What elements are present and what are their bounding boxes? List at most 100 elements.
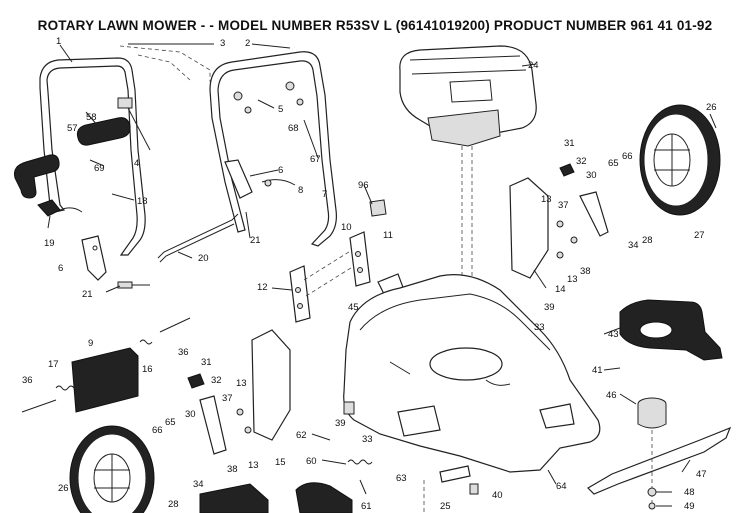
callout-32: 32: [211, 375, 222, 386]
callout-64: 64: [556, 481, 567, 492]
blade-assembly: [587, 397, 732, 510]
rear-wheel: [639, 104, 721, 216]
callout-13: 13: [541, 194, 552, 205]
callout-36: 36: [178, 347, 189, 358]
callouts: 1 3 2 24 26 5 68 57 58 4 69 67 6 8 96 18…: [22, 36, 717, 512]
callout-39: 39: [544, 302, 555, 313]
handle-bracket-left: [81, 235, 107, 281]
callout-58: 58: [86, 112, 97, 123]
bolt: [117, 281, 150, 289]
callout-40: 40: [492, 490, 503, 501]
callout-36: 36: [22, 375, 33, 386]
control-cable: [119, 45, 211, 82]
callout-43: 43: [608, 329, 619, 340]
callout-65: 65: [608, 158, 619, 169]
handle-bracket-right: [224, 159, 296, 199]
door-spring: [55, 339, 153, 391]
callout-67: 67: [310, 154, 321, 165]
front-wheel: [69, 425, 155, 513]
callout-48: 48: [684, 487, 695, 498]
callout-61: 61: [361, 501, 372, 512]
callout-45: 45: [348, 302, 359, 313]
callout-46: 46: [606, 390, 617, 401]
callout-60: 60: [306, 456, 317, 467]
handle-left: [39, 44, 146, 256]
leader-lines: [85, 43, 717, 507]
callout-20: 20: [198, 253, 209, 264]
lower-parts: [199, 401, 479, 513]
callout-39: 39: [335, 418, 346, 429]
callout-33: 33: [362, 434, 373, 445]
height-plates: [289, 231, 371, 323]
callout-65: 65: [165, 417, 176, 428]
callout-49: 49: [684, 501, 695, 512]
front-height-bracket: [187, 329, 291, 455]
axle-rod: [21, 317, 191, 413]
height-adjust-rod: [157, 213, 239, 263]
handle-grip: [14, 117, 131, 199]
callout-21: 21: [82, 289, 93, 300]
callout-66: 66: [622, 151, 633, 162]
callout-37: 37: [222, 393, 233, 404]
callout-41: 41: [592, 365, 603, 376]
callout-6: 6: [58, 263, 63, 274]
callout-14: 14: [555, 284, 566, 295]
callout-26: 26: [706, 102, 717, 113]
callout-47: 47: [696, 469, 707, 480]
callout-69: 69: [94, 163, 105, 174]
callout-12: 12: [257, 282, 268, 293]
callout-37: 37: [558, 200, 569, 211]
mower-deck: [343, 274, 601, 473]
callout-26: 26: [58, 483, 69, 494]
rear-door: [71, 347, 139, 413]
callout-32: 32: [576, 156, 587, 167]
callout-19: 19: [44, 238, 55, 249]
callout-30: 30: [586, 170, 597, 181]
callout-96: 96: [358, 180, 369, 191]
callout-27: 27: [694, 230, 705, 241]
callout-34: 34: [628, 240, 639, 251]
cable-clip: [369, 199, 387, 217]
callout-13: 13: [236, 378, 247, 389]
callout-24: 24: [528, 60, 539, 71]
callout-13: 13: [248, 460, 259, 471]
callout-3: 3: [220, 38, 225, 49]
rear-guard: [619, 299, 723, 361]
callout-34: 34: [193, 479, 204, 490]
callout-5: 5: [278, 104, 283, 115]
handle-right: [209, 51, 337, 247]
callout-31: 31: [564, 138, 575, 149]
callout-6: 6: [278, 165, 283, 176]
callout-2: 2: [245, 38, 250, 49]
engine: [399, 45, 537, 370]
callout-10: 10: [341, 222, 352, 233]
callout-18: 18: [137, 196, 148, 207]
callout-68: 68: [288, 123, 299, 134]
rear-height-bracket: [509, 163, 609, 279]
callout-28: 28: [642, 235, 653, 246]
callout-66: 66: [152, 425, 163, 436]
callout-7: 7: [322, 189, 327, 200]
diagram-title: ROTARY LAWN MOWER - - MODEL NUMBER R53SV…: [37, 18, 713, 33]
callout-62: 62: [296, 430, 307, 441]
handle-knob: [37, 199, 83, 229]
callout-15: 15: [275, 457, 286, 468]
callout-16: 16: [142, 364, 153, 375]
callout-9: 9: [88, 338, 93, 349]
callout-13: 13: [567, 274, 578, 285]
callout-30: 30: [185, 409, 196, 420]
callout-28: 28: [168, 499, 179, 510]
callout-11: 11: [383, 230, 393, 241]
callout-63: 63: [396, 473, 407, 484]
callout-4: 4: [134, 158, 139, 169]
callout-31: 31: [201, 357, 212, 368]
callout-38: 38: [580, 266, 591, 277]
callout-38: 38: [227, 464, 238, 475]
callout-25: 25: [440, 501, 451, 512]
callout-33: 33: [534, 322, 545, 333]
callout-8: 8: [298, 185, 303, 196]
brake-lever: [117, 97, 151, 151]
callout-57: 57: [67, 123, 78, 134]
callout-17: 17: [48, 359, 59, 370]
